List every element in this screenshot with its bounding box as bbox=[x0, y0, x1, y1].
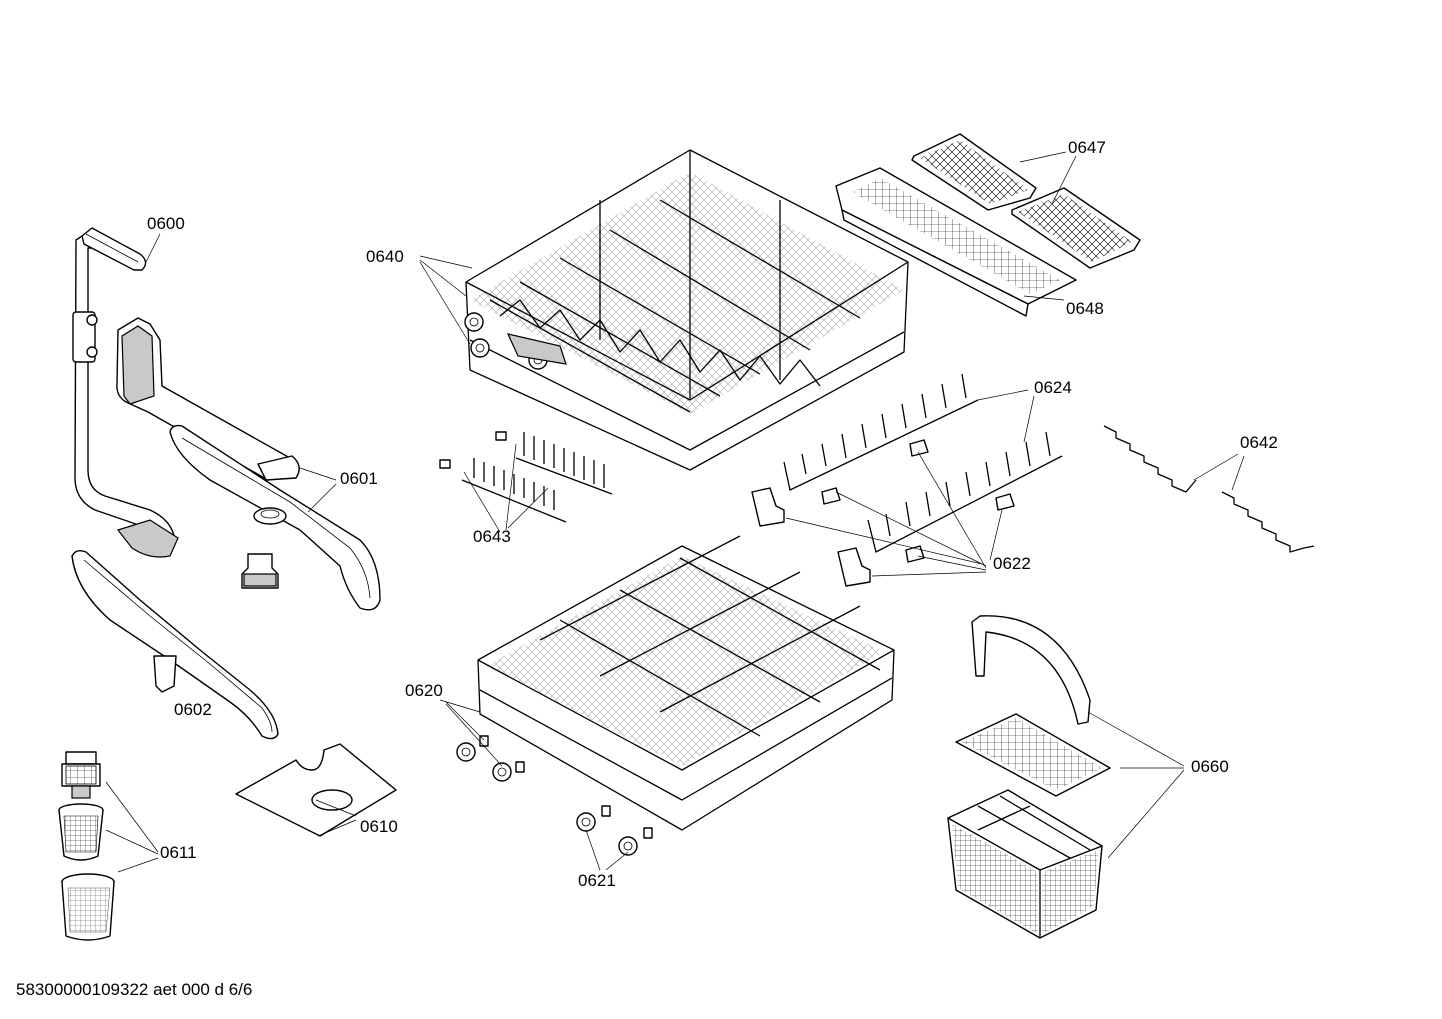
part-0601-upper-spray-arm bbox=[116, 317, 381, 611]
part-0622-clips bbox=[751, 439, 1015, 587]
part-0600-supply-pipe bbox=[72, 227, 179, 558]
label-0624: 0624 bbox=[1034, 378, 1072, 397]
part-0611-filters bbox=[58, 751, 115, 941]
label-0622: 0622 bbox=[993, 554, 1031, 573]
part-0620-lower-basket bbox=[477, 535, 895, 831]
part-0624-long-tine-racks bbox=[783, 373, 1063, 553]
label-0620: 0620 bbox=[405, 681, 443, 700]
label-0640: 0640 bbox=[366, 247, 404, 266]
label-0642: 0642 bbox=[1240, 433, 1278, 452]
part-labels: 0600 0601 0602 0610 0611 0620 0621 0622 … bbox=[147, 138, 1278, 890]
label-0660: 0660 bbox=[1191, 757, 1229, 776]
part-0610-filter-plate bbox=[235, 743, 397, 837]
label-0602: 0602 bbox=[174, 700, 212, 719]
part-0660-cutlery-basket bbox=[947, 615, 1111, 939]
label-0611: 0611 bbox=[160, 843, 197, 862]
label-0643: 0643 bbox=[473, 527, 511, 546]
label-0621: 0621 bbox=[578, 871, 616, 890]
part-0642-rails bbox=[1103, 425, 1315, 553]
part-0640-upper-basket bbox=[464, 149, 909, 471]
label-0648: 0648 bbox=[1066, 299, 1104, 318]
label-0647: 0647 bbox=[1068, 138, 1106, 157]
document-code: 58300000109322 aet 000 d 6/6 bbox=[16, 980, 253, 999]
label-0601: 0601 bbox=[340, 469, 378, 488]
part-0643-tine-racks bbox=[439, 431, 613, 523]
label-0600: 0600 bbox=[147, 214, 185, 233]
part-0602-lower-spray-arm bbox=[71, 549, 279, 740]
label-0610: 0610 bbox=[360, 817, 398, 836]
leader-lines bbox=[105, 151, 1245, 873]
part-0648-cutlery-tray bbox=[835, 167, 1077, 317]
part-0647-cup-shelves bbox=[911, 133, 1141, 269]
part-0621-wheels bbox=[456, 735, 653, 856]
